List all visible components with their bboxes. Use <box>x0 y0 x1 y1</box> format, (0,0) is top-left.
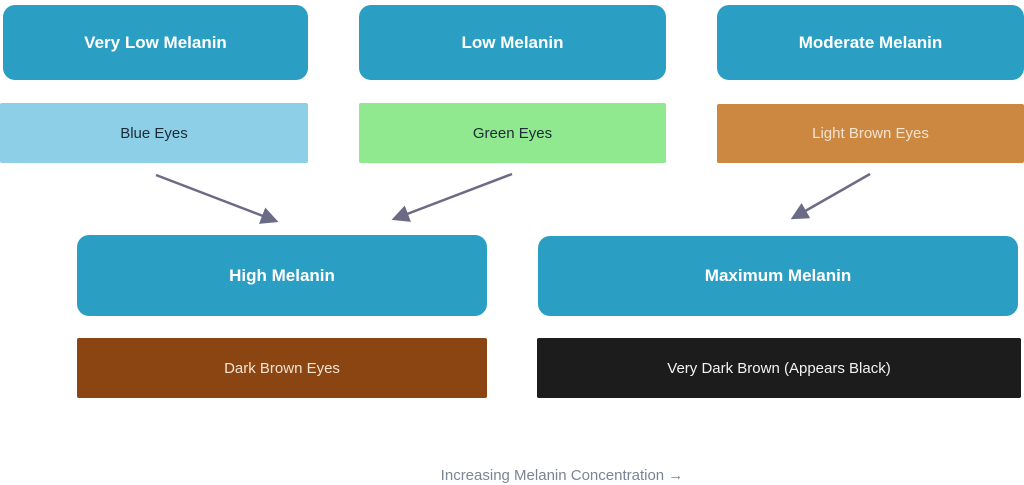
arrow-lightbrown-to-maximum <box>790 172 871 220</box>
eye-strip-label: Light Brown Eyes <box>812 125 929 142</box>
node-maximum-melanin[interactable]: Maximum Melanin <box>538 236 1018 316</box>
node-moderate-melanin[interactable]: Moderate Melanin <box>717 5 1024 80</box>
eye-strip-dark-brown[interactable]: Dark Brown Eyes <box>77 338 487 398</box>
eye-strip-label: Blue Eyes <box>120 124 188 142</box>
eye-strip-label: Dark Brown Eyes <box>224 359 340 377</box>
axis-caption: Increasing Melanin Concentration → <box>440 467 684 484</box>
node-very-low-melanin[interactable]: Very Low Melanin <box>3 5 308 80</box>
eye-strip-light-brown[interactable]: Light Brown Eyes <box>717 104 1024 163</box>
eye-strip-label: Green Eyes <box>472 124 553 142</box>
node-label: High Melanin <box>229 265 335 285</box>
arrow-blue-to-high <box>155 173 279 224</box>
node-label: Maximum Melanin <box>704 266 852 285</box>
arrow-green-to-high <box>391 172 513 222</box>
eye-strip-label: Very Dark Brown (Appears Black) <box>667 359 891 377</box>
node-label: Very Low Melanin <box>84 32 227 52</box>
node-label: Moderate Melanin <box>798 32 943 52</box>
node-label: Low Melanin <box>461 32 564 52</box>
eye-strip-blue[interactable]: Blue Eyes <box>0 103 308 163</box>
node-low-melanin[interactable]: Low Melanin <box>359 5 666 80</box>
eye-strip-green[interactable]: Green Eyes <box>359 103 666 163</box>
node-high-melanin[interactable]: High Melanin <box>77 235 487 316</box>
eye-strip-very-dark-brown[interactable]: Very Dark Brown (Appears Black) <box>537 338 1021 398</box>
